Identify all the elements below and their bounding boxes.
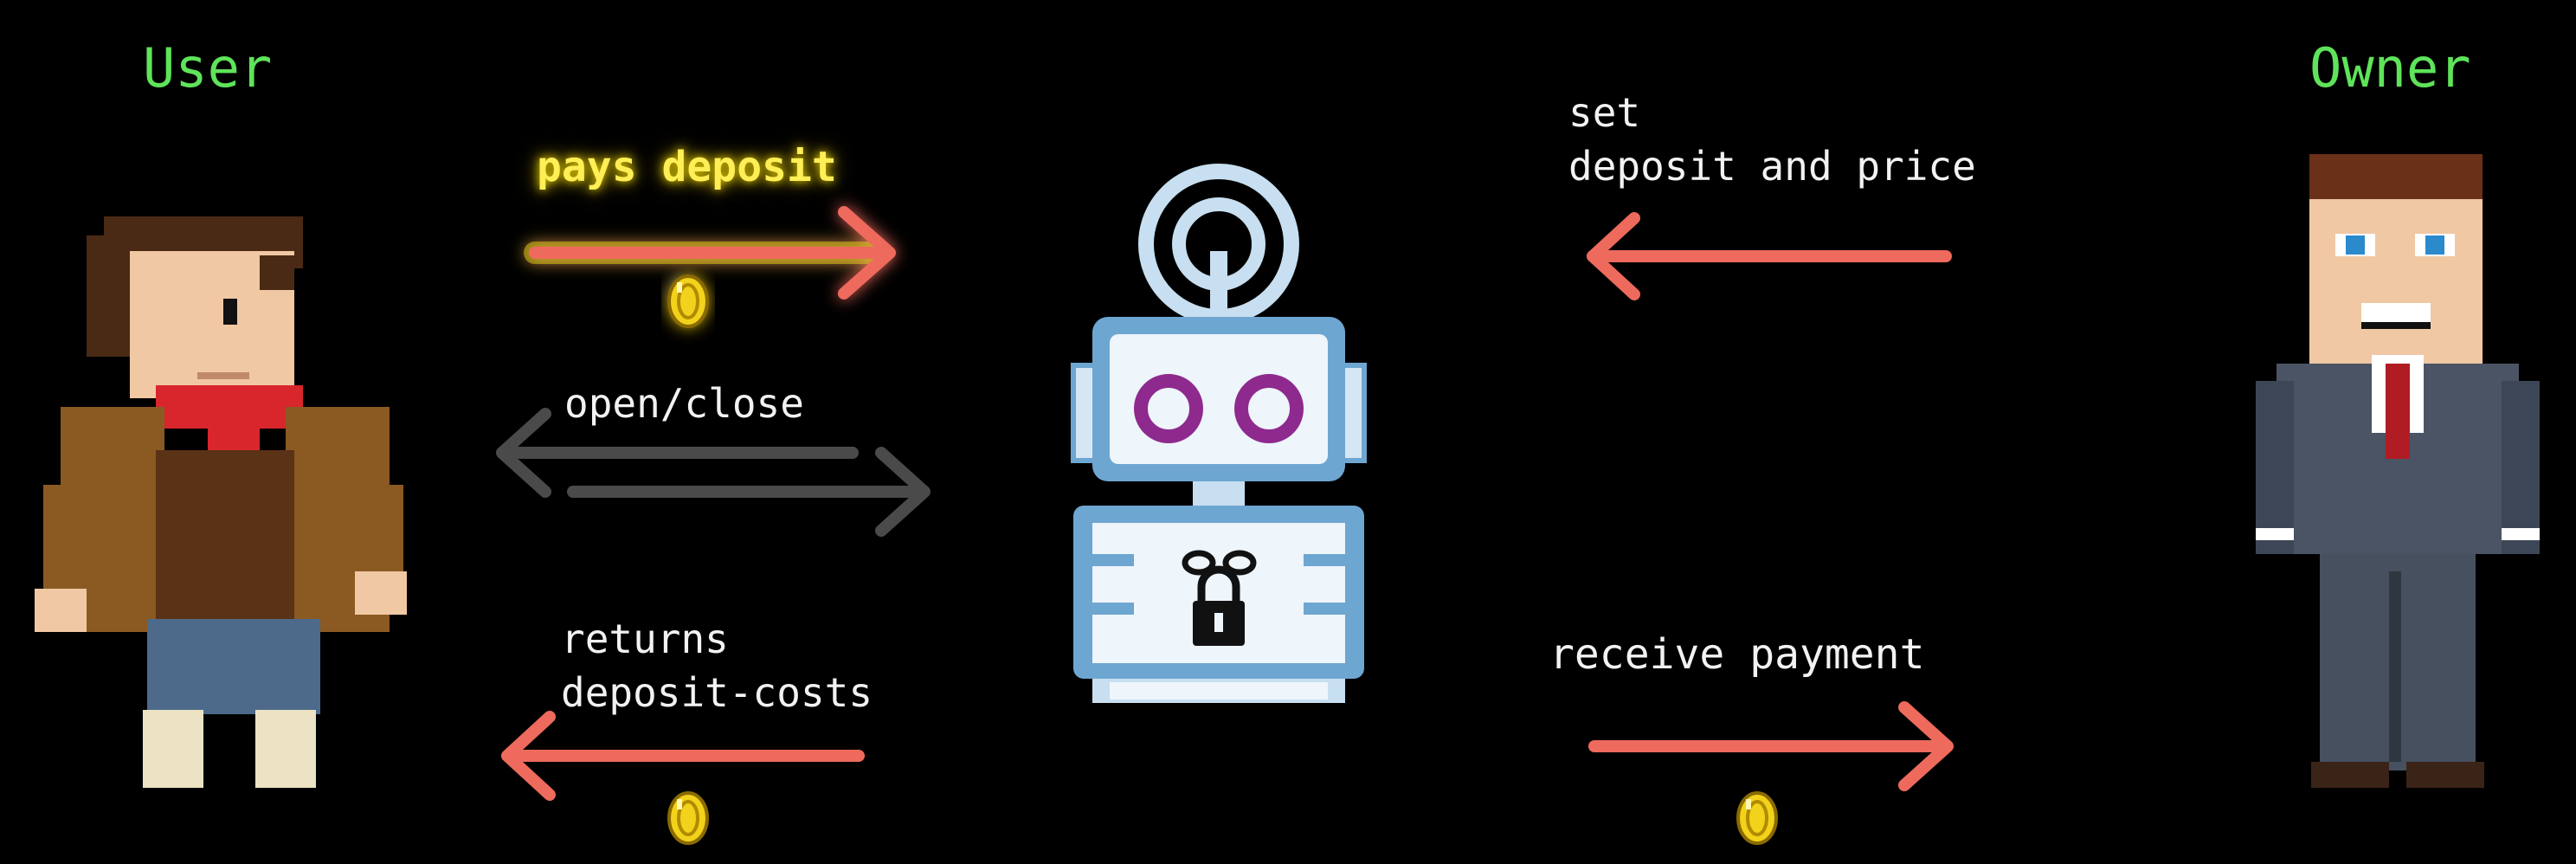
robot-icon bbox=[1071, 164, 1367, 703]
coin-icon bbox=[667, 274, 709, 328]
set-label-line1: set bbox=[1568, 89, 1641, 136]
owner-avatar bbox=[2256, 154, 2540, 788]
owner-title: Owner bbox=[2309, 36, 2471, 100]
user-title: User bbox=[143, 36, 273, 100]
open-close-label: open/close bbox=[564, 380, 804, 427]
lock-icon bbox=[1182, 550, 1257, 646]
set-label-line2: deposit and price bbox=[1568, 143, 1976, 190]
pays-deposit-arrow bbox=[524, 206, 896, 300]
returns-arrow bbox=[501, 711, 865, 801]
receive-payment-label: receive payment bbox=[1549, 630, 1925, 679]
open-close-arrow bbox=[496, 408, 931, 537]
returns-label-line1: returns bbox=[561, 616, 729, 662]
returns-label-line2: deposit-costs bbox=[561, 669, 873, 716]
set-deposit-arrow bbox=[1587, 212, 1952, 300]
coin-icon bbox=[1736, 791, 1778, 845]
pays-deposit-label: pays deposit bbox=[537, 143, 837, 191]
receive-payment-arrow bbox=[1588, 701, 1954, 791]
coin-icon bbox=[667, 791, 709, 845]
user-avatar bbox=[35, 216, 407, 788]
